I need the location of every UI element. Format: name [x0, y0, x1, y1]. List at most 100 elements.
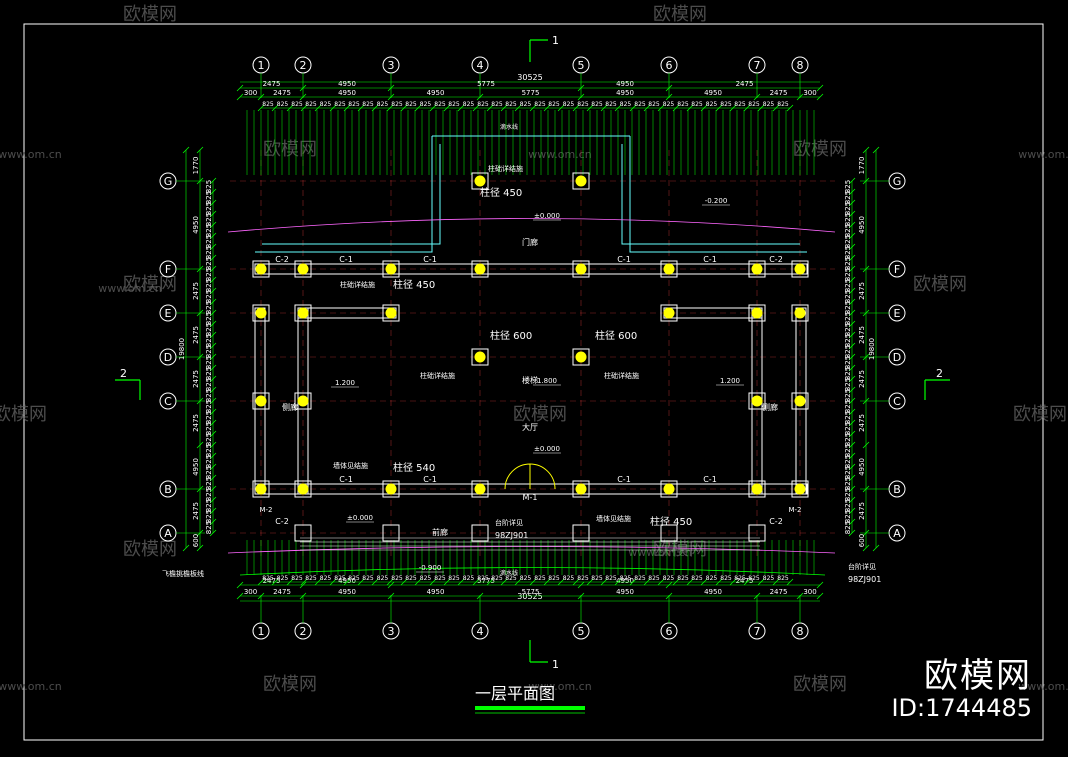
column-base [748, 480, 766, 498]
dim-side-right-text: 1770 [858, 157, 866, 175]
dim-module-bottom-tick [529, 578, 537, 586]
dim-module-right-text: 825 [844, 235, 852, 248]
axis-label-row: A [893, 527, 901, 540]
dim-half-top-tick [816, 84, 824, 92]
dim-module-top-text: 825 [420, 101, 432, 108]
dim-module-left-text: 825 [205, 356, 213, 369]
dim-module-bottom-text: 825 [477, 575, 489, 582]
dim-module-bottom-text: 825 [720, 575, 732, 582]
dim-module-left-text: 825 [205, 367, 213, 380]
columns [252, 172, 809, 542]
dim-module-left-text: 825 [205, 488, 213, 501]
axis-label-col: 4 [477, 625, 484, 638]
column-base [382, 304, 400, 322]
column-circle [474, 351, 486, 363]
dim-half-top-tick [299, 84, 307, 92]
dim-module-bottom-tick [443, 578, 451, 586]
dim-module-left-text: 825 [205, 180, 213, 193]
dim-module-right-tick [848, 309, 856, 317]
column-circle [751, 263, 763, 275]
column-label: 柱径 540 [393, 461, 435, 474]
note-label: 滴水线 [500, 123, 518, 131]
eave-curve-outer [239, 567, 826, 576]
dim-span-bottom-tick [299, 592, 307, 600]
dim-module-left-text: 825 [205, 389, 213, 402]
dim-span-bottom-tick [577, 592, 585, 600]
column-circle [255, 395, 267, 407]
dim-module-right-tick [848, 364, 856, 372]
dim-module-left-text: 825 [205, 455, 213, 468]
axis-label-col: 6 [666, 625, 673, 638]
dim-module-top-tick [414, 104, 422, 112]
column-circle [663, 307, 675, 319]
dim-side-left-text: 1770 [192, 157, 200, 175]
dim-module-top-text: 825 [277, 101, 289, 108]
dim-side-left-text: 2475 [192, 326, 200, 344]
dim-module-right-text: 825 [844, 334, 852, 347]
dim-module-left-tick [209, 529, 217, 537]
dim-module-left-tick [209, 507, 217, 515]
dim-module-top-text: 825 [291, 101, 303, 108]
dim-module-right-tick [848, 276, 856, 284]
dim-module-bottom-text: 825 [334, 575, 346, 582]
dim-module-top-tick [586, 104, 594, 112]
column-base [252, 392, 270, 410]
dim-side-right-text: 4950 [858, 216, 866, 234]
dim-span-top-tick [796, 93, 804, 101]
column-base [471, 260, 489, 278]
room-label: 楼梯 [522, 375, 538, 385]
watermark-url: www.om.cn [528, 148, 591, 161]
dim-module-bottom-tick [672, 578, 680, 586]
dim-module-left-tick [209, 375, 217, 383]
column-base [660, 304, 678, 322]
dim-module-left-tick [209, 287, 217, 295]
dim-module-right-tick [848, 441, 856, 449]
dim-module-bottom-text: 825 [391, 575, 403, 582]
dim-module-right-tick [848, 199, 856, 207]
drawing-frame [23, 23, 1044, 741]
dim-half-bottom-text: 5775 [477, 577, 495, 585]
dim-span-bottom-text: 300 [803, 588, 816, 596]
dim-span-top-tick [257, 93, 265, 101]
porch-outline [255, 136, 807, 253]
dim-module-top-text: 825 [377, 101, 389, 108]
dim-module-left-text: 825 [205, 323, 213, 336]
dim-module-top-text: 825 [720, 101, 732, 108]
dim-span-top-text: 4950 [616, 89, 634, 97]
eave-curve-top [227, 218, 836, 233]
dim-span-top-text: 300 [803, 89, 816, 97]
dim-module-bottom-text: 825 [420, 575, 432, 582]
dim-module-left-tick [209, 320, 217, 328]
dim-module-bottom-text: 825 [634, 575, 646, 582]
dim-span-bottom-text: 4950 [704, 588, 722, 596]
dim-module-bottom-text: 825 [448, 575, 460, 582]
door-label: M-2 [259, 506, 272, 514]
dim-span-bottom-tick [665, 592, 673, 600]
window-label: C-2 [275, 517, 289, 526]
dim-module-left-text: 825 [205, 257, 213, 270]
dim-span-bottom-text: 4950 [427, 588, 445, 596]
column-circle [255, 483, 267, 495]
dim-module-right-text: 825 [844, 521, 852, 534]
column-base [382, 480, 400, 498]
dim-module-bottom-tick [643, 578, 651, 586]
column-base-front [748, 524, 766, 542]
dim-module-left-text: 825 [205, 246, 213, 259]
dim-side-right-tick [862, 265, 870, 273]
section-mark-top [529, 39, 548, 62]
dim-module-right-text: 825 [844, 356, 852, 369]
dim-module-left-tick [209, 331, 217, 339]
dim-module-right-tick [848, 408, 856, 416]
dim-module-bottom-text: 825 [748, 575, 760, 582]
dim-module-right-text: 825 [844, 180, 852, 193]
dim-module-bottom-tick [514, 578, 522, 586]
dim-module-top-tick [614, 104, 622, 112]
dim-module-bottom-tick [557, 578, 565, 586]
dim-side-right-tick [862, 353, 870, 361]
dim-module-left-text: 825 [205, 422, 213, 435]
dim-module-top-text: 825 [463, 101, 475, 108]
dim-side-left-tick [196, 397, 204, 405]
dim-module-left-tick [209, 485, 217, 493]
dim-module-bottom-text: 825 [362, 575, 374, 582]
dim-module-right-text: 825 [844, 301, 852, 314]
